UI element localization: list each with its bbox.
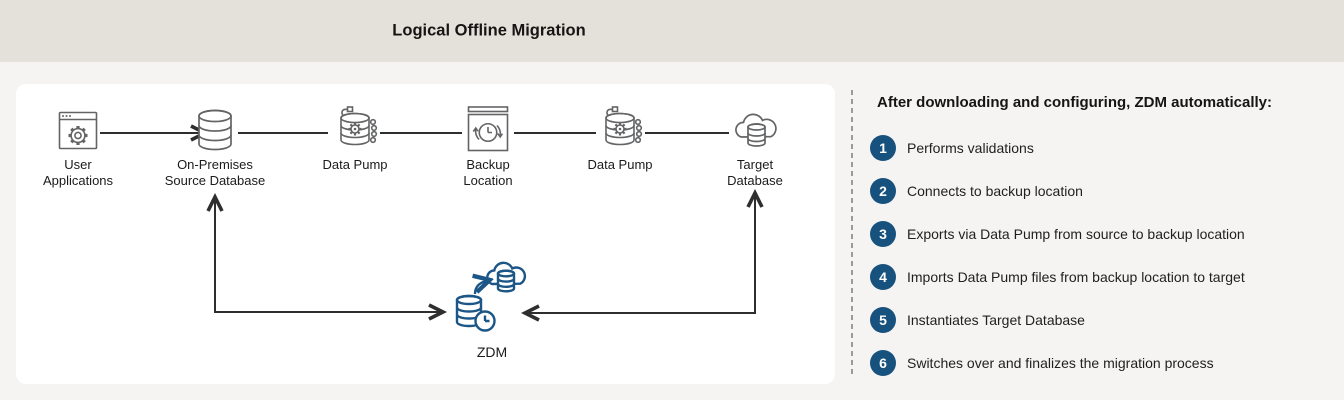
node-label: On-Premises Source Database: [164, 157, 266, 188]
node-label: Target Database: [727, 157, 783, 188]
step-number-badge: 5: [870, 307, 896, 333]
node-source-database: On-Premises Source Database: [140, 104, 290, 189]
zdm-label: ZDM: [476, 344, 508, 360]
step-text: Switches over and finalizes the migratio…: [907, 355, 1214, 371]
step-number-badge: 6: [870, 350, 896, 376]
step-item: 3 Exports via Data Pump from source to b…: [870, 221, 1340, 247]
flow-connectors: [100, 84, 835, 384]
dotted-divider: [851, 90, 853, 376]
steps-list: 1 Performs validations 2 Connects to bac…: [870, 135, 1340, 376]
step-text: Connects to backup location: [907, 183, 1083, 199]
node-user-applications: User Applications: [3, 104, 153, 189]
browser-gear-icon: [3, 104, 153, 152]
migration-diagram-panel: User Applications On-Premises Source Dat…: [16, 84, 835, 384]
step-text: Instantiates Target Database: [907, 312, 1085, 328]
data-pump-icon: [280, 104, 430, 152]
step-item: 1 Performs validations: [870, 135, 1340, 161]
node-data-pump-import: Data Pump: [545, 104, 695, 173]
step-item: 6 Switches over and finalizes the migrat…: [870, 350, 1340, 376]
node-zdm: ZDM: [448, 256, 536, 360]
step-number-badge: 4: [870, 264, 896, 290]
database-icon: [140, 104, 290, 152]
step-item: 2 Connects to backup location: [870, 178, 1340, 204]
steps-heading: After downloading and configuring, ZDM a…: [877, 94, 1272, 111]
zdm-steps-panel: After downloading and configuring, ZDM a…: [870, 94, 1340, 376]
node-data-pump-export: Data Pump: [280, 104, 430, 173]
step-number-badge: 2: [870, 178, 896, 204]
node-target-database: Target Database: [680, 104, 830, 189]
node-label: Data Pump: [322, 157, 388, 172]
node-label: Backup Location: [463, 157, 513, 188]
header-band: [0, 0, 1344, 62]
node-label: User Applications: [42, 157, 114, 188]
step-number-badge: 1: [870, 135, 896, 161]
step-item: 4 Imports Data Pump files from backup lo…: [870, 264, 1340, 290]
step-item: 5 Instantiates Target Database: [870, 307, 1340, 333]
data-pump-icon: [545, 104, 695, 152]
backup-clock-icon: [413, 104, 563, 152]
step-text: Imports Data Pump files from backup loca…: [907, 269, 1245, 285]
step-text: Exports via Data Pump from source to bac…: [907, 226, 1245, 242]
zdm-migration-icon: [455, 261, 527, 332]
cloud-database-icon: [680, 104, 830, 152]
node-label: Data Pump: [587, 157, 653, 172]
step-number-badge: 3: [870, 221, 896, 247]
step-text: Performs validations: [907, 140, 1034, 156]
page-title: Logical Offline Migration: [392, 21, 586, 40]
node-backup-location: Backup Location: [413, 104, 563, 189]
